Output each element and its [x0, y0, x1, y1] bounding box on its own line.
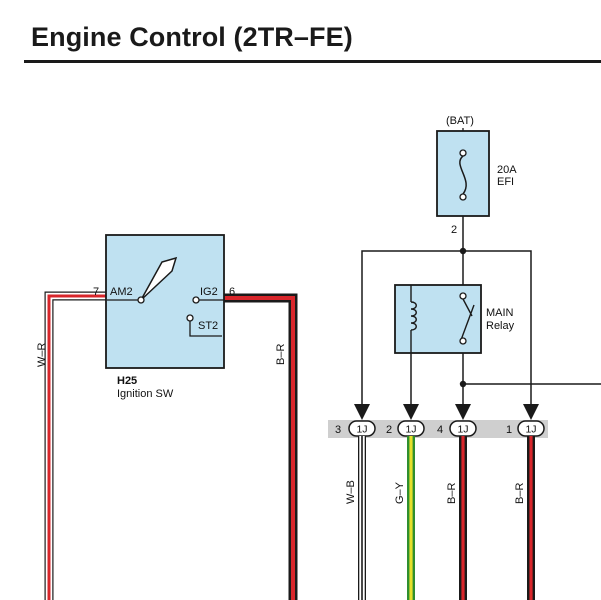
- wire-label: B–R: [446, 483, 458, 504]
- main-relay: [394, 284, 482, 354]
- wire-label: G–Y: [394, 481, 406, 504]
- connector-label: 1J: [356, 424, 367, 436]
- title-rule: [24, 60, 601, 63]
- bus-wire-right: [463, 250, 532, 410]
- wire-label: W–B: [345, 480, 357, 504]
- wire-w-r: [44, 291, 107, 600]
- ignition-switch: [105, 234, 225, 369]
- relay-name-1: MAIN: [486, 307, 514, 319]
- connector-pin: 2: [386, 424, 392, 436]
- component-code: H25: [117, 375, 137, 387]
- wire-label-b-r-ig2: B–R: [275, 344, 287, 365]
- fuse-out-pin: 2: [451, 224, 457, 236]
- connector-pin: 3: [335, 424, 341, 436]
- bus-wire-left: [361, 250, 463, 410]
- wire-label-w-r: W–R: [36, 343, 48, 368]
- fuse-rating: 20A: [497, 164, 517, 176]
- connector-label: 1J: [457, 424, 468, 436]
- connector-label: 1J: [525, 424, 536, 436]
- connector-pin: 1: [506, 424, 512, 436]
- st2-label: ST2: [198, 320, 218, 332]
- connector-label: 1J: [405, 424, 416, 436]
- fuse-efi: [436, 130, 490, 217]
- bat-label: (BAT): [446, 115, 474, 127]
- wire-label: B–R: [514, 483, 526, 504]
- am2-label: AM2: [110, 286, 133, 298]
- am2-pin: 7: [93, 286, 99, 298]
- connector-arrows: [354, 404, 539, 420]
- ig2-label: IG2: [200, 286, 218, 298]
- relay-name-2: Relay: [486, 320, 515, 332]
- page-title: Engine Control (2TR–FE): [31, 22, 353, 52]
- fuse-name: EFI: [497, 176, 514, 188]
- connector-bar: [328, 420, 548, 438]
- ig2-pin: 6: [229, 286, 235, 298]
- wire-b-r-ig2: [224, 293, 298, 600]
- component-name: Ignition SW: [117, 388, 174, 400]
- connector-pin: 4: [437, 424, 443, 436]
